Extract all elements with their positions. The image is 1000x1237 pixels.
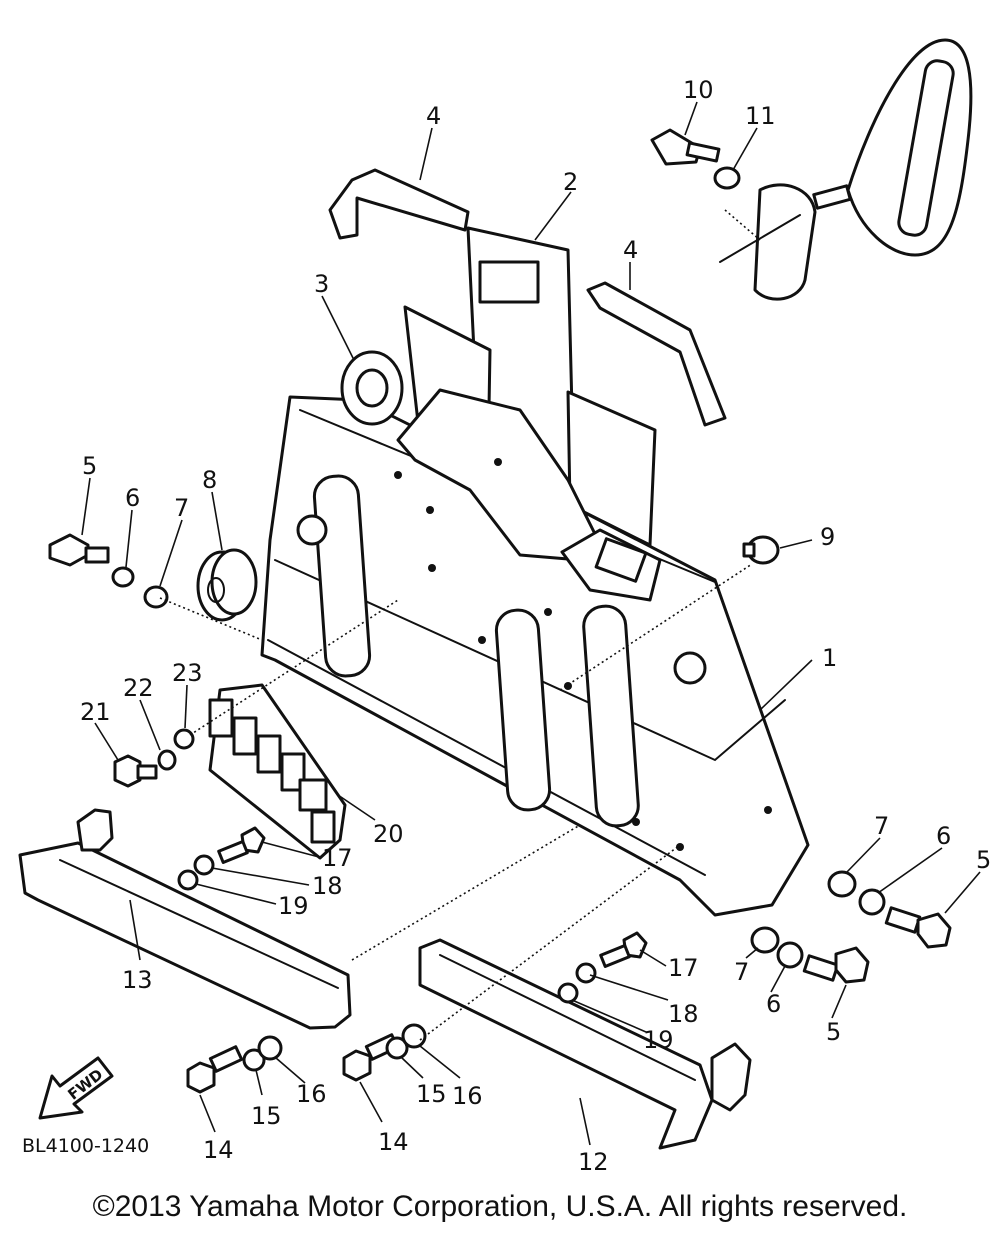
callout-17: 17 — [668, 954, 699, 982]
callout-6: 6 — [936, 822, 951, 850]
leader-lines — [81, 101, 981, 1146]
callout-20: 20 — [373, 820, 404, 848]
callout-13: 13 — [122, 966, 153, 994]
right-fasteners — [750, 870, 952, 984]
callout-19: 19 — [643, 1026, 674, 1054]
part-8-roller — [196, 548, 258, 622]
callout-5: 5 — [82, 452, 97, 480]
copyright-notice: ©2013 Yamaha Motor Corporation, U.S.A. A… — [92, 1190, 908, 1223]
callout-23: 23 — [172, 659, 203, 687]
lower-left-fasteners — [186, 1023, 427, 1094]
callout-2: 2 — [563, 168, 578, 196]
callout-16: 16 — [296, 1080, 327, 1108]
callout-11: 11 — [745, 102, 776, 130]
part-13-rail — [18, 808, 352, 1030]
callout-7: 7 — [174, 494, 189, 522]
cleat-fasteners — [113, 728, 195, 788]
rail-fasteners — [177, 826, 648, 1004]
callout-17: 17 — [322, 844, 353, 872]
callout-18: 18 — [668, 1000, 699, 1028]
callout-15: 15 — [416, 1080, 447, 1108]
callouts: 1 2 3 4 4 5 6 7 8 9 10 11 17 18 19 20 21… — [22, 76, 991, 1170]
callout-7: 7 — [734, 958, 749, 986]
callout-18: 18 — [312, 872, 343, 900]
callout-6: 6 — [766, 990, 781, 1018]
part-4-right-pad — [586, 281, 727, 427]
callout-14: 14 — [378, 1128, 409, 1156]
fwd-arrow: FWD — [38, 1056, 114, 1120]
drawing-code: BL4100-1240 — [22, 1135, 149, 1157]
callout-9: 9 — [820, 523, 835, 551]
callout-4: 4 — [426, 102, 441, 130]
part-9-cap — [742, 535, 780, 565]
callout-14: 14 — [203, 1136, 234, 1164]
left-fasteners — [48, 533, 169, 609]
callout-4: 4 — [623, 236, 638, 264]
callout-5: 5 — [826, 1018, 841, 1046]
callout-5: 5 — [976, 846, 991, 874]
callout-10: 10 — [683, 76, 714, 104]
callout-8: 8 — [202, 466, 217, 494]
callout-12: 12 — [578, 1148, 609, 1170]
tiller-linkage — [650, 38, 973, 301]
part-12-rail — [418, 938, 752, 1150]
callout-19: 19 — [278, 892, 309, 920]
exploded-parts-diagram: FWD — [18, 38, 991, 1170]
callout-22: 22 — [123, 674, 154, 702]
part-20-cleat — [208, 683, 347, 860]
callout-15: 15 — [251, 1102, 282, 1130]
callout-7: 7 — [874, 812, 889, 840]
part-1-bracket — [260, 305, 810, 917]
callout-1: 1 — [822, 644, 837, 672]
callout-16: 16 — [452, 1082, 483, 1110]
callout-3: 3 — [314, 270, 329, 298]
part-4-left-pad — [328, 168, 470, 240]
callout-6: 6 — [125, 484, 140, 512]
callout-21: 21 — [80, 698, 111, 726]
part-3-grommet — [340, 350, 404, 426]
